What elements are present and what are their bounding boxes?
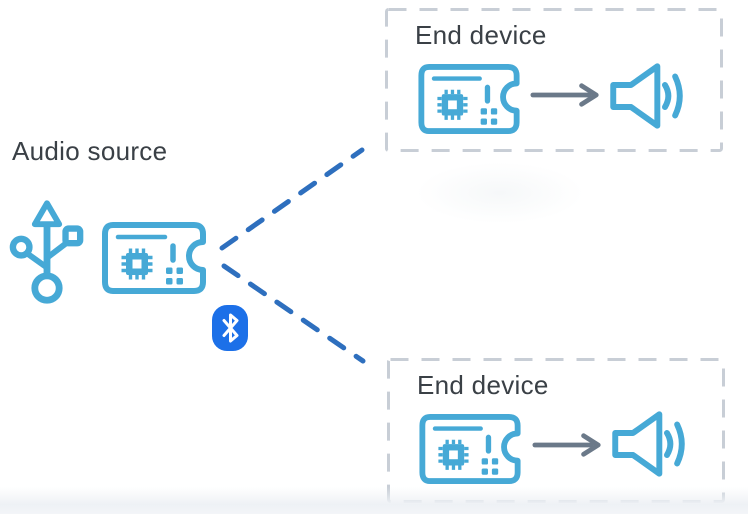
- dashed-border: [385, 8, 723, 152]
- speaker-icon: [612, 411, 685, 477]
- dev-board-icon: [419, 414, 521, 484]
- dev-board-icon: [102, 222, 206, 294]
- audio-source-label: Audio source: [12, 136, 168, 166]
- pin-dots: [480, 108, 498, 125]
- end-device-box-bottom: End device: [387, 358, 725, 503]
- chip-icon: [438, 439, 469, 470]
- speaker-icon: [610, 63, 683, 129]
- dashed-border: [387, 358, 725, 503]
- arrow-right-icon: [532, 433, 601, 457]
- bluetooth-icon: [212, 305, 248, 351]
- usb-icon: [9, 200, 84, 304]
- chip-icon: [121, 248, 153, 280]
- pin-dots: [166, 267, 183, 285]
- end-device-label: End device: [417, 370, 549, 400]
- connection-line-top: [219, 147, 365, 251]
- end-device-box-top: End device: [385, 8, 723, 152]
- pin-dots: [481, 458, 499, 475]
- chip-icon: [437, 89, 468, 120]
- background-smudge: [415, 162, 585, 224]
- dev-board-icon: [418, 64, 520, 134]
- end-device-label: End device: [415, 20, 547, 50]
- arrow-right-icon: [530, 83, 599, 107]
